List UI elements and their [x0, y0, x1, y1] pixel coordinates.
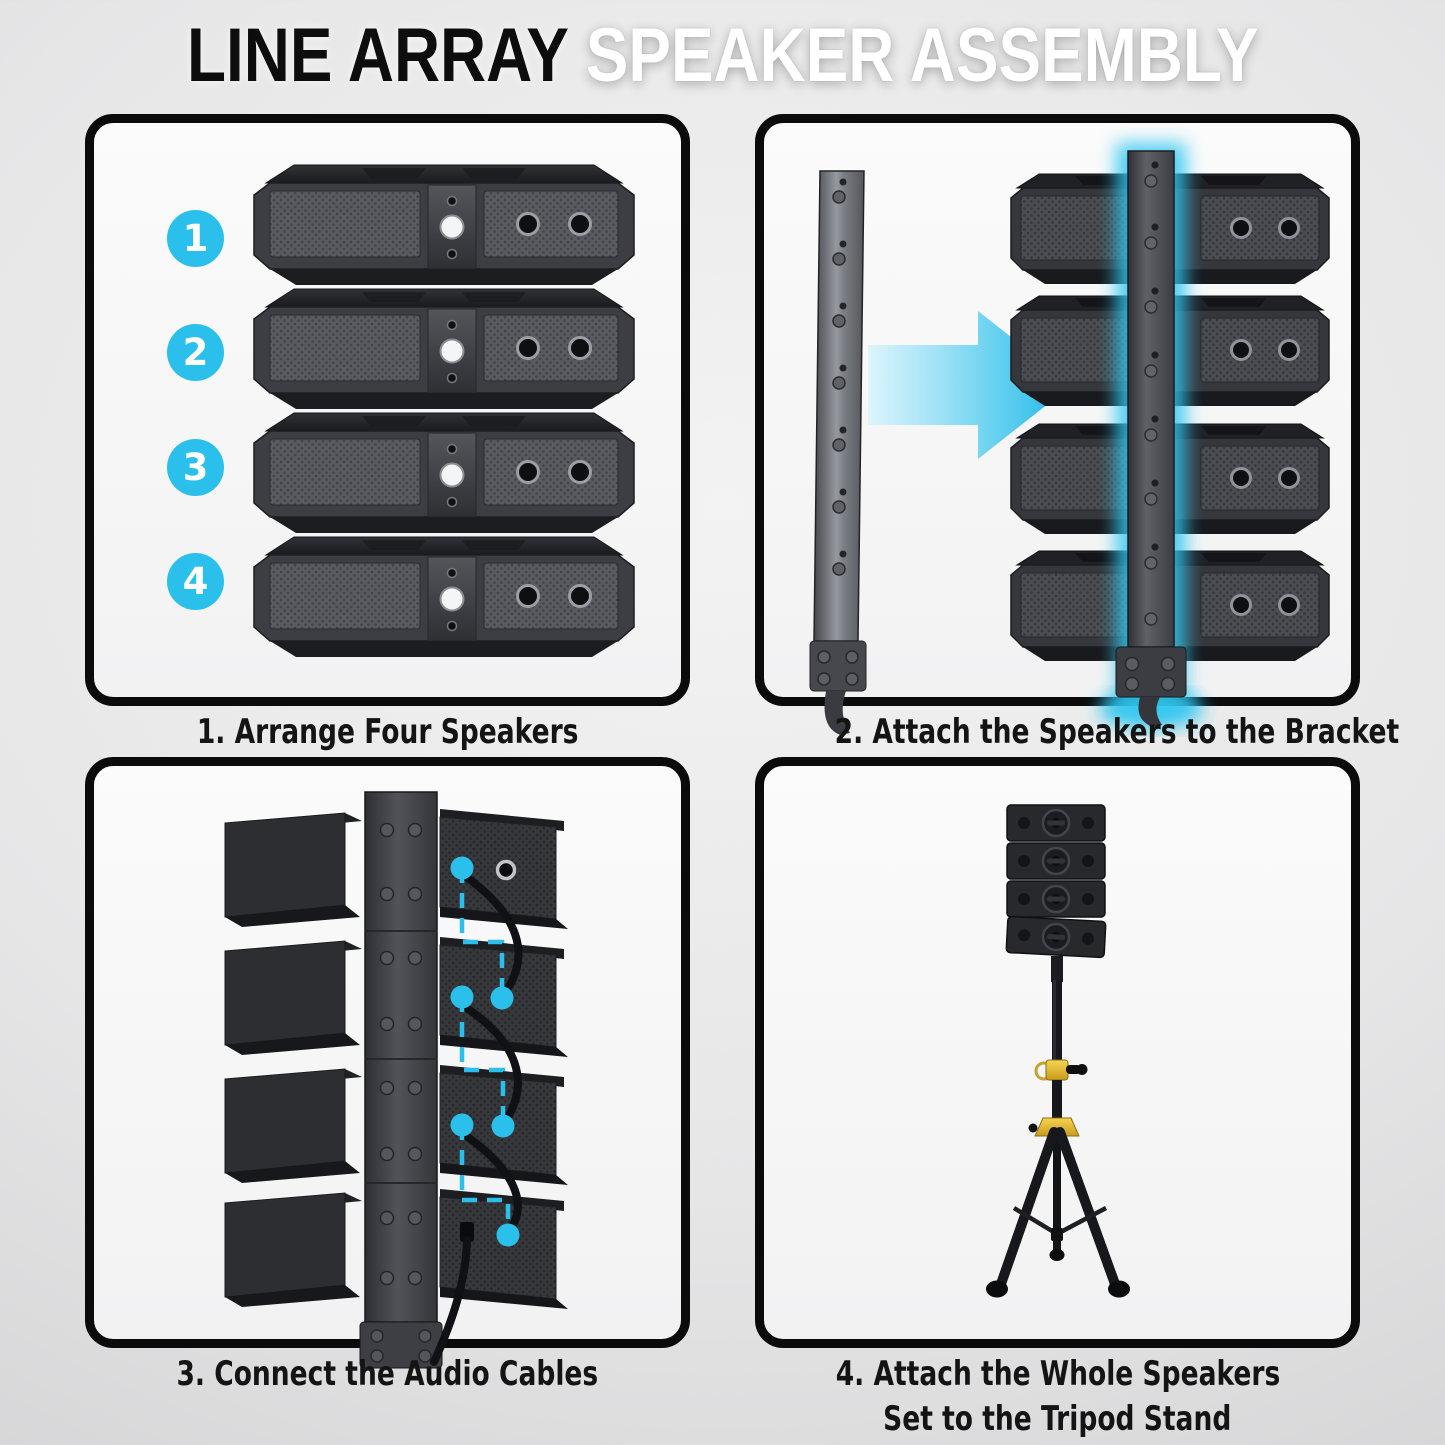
step-1-caption: 1. Arrange Four Speakers	[196, 712, 579, 752]
step-badge-3: 3	[167, 439, 224, 496]
tripod-stand	[986, 956, 1130, 1298]
tripod-foot	[986, 1280, 1008, 1298]
tripod-foot	[1108, 1280, 1130, 1298]
title-secondary: SPEAKER ASSEMBLY	[585, 13, 1259, 98]
plugged-connector	[460, 1222, 474, 1242]
step-3-caption: 3. Connect the Audio Cables	[176, 1354, 599, 1394]
input-jack	[495, 859, 517, 881]
rear-bracket	[359, 791, 443, 1369]
mounted-speaker-stack	[1004, 803, 1108, 959]
step-4-caption: 4. Attach the Whole Speakers Set to the …	[835, 1354, 1280, 1439]
step-badge-4: 4	[167, 553, 224, 610]
height-clamp	[1045, 1059, 1069, 1081]
step-badge-2: 2	[167, 324, 224, 381]
connection-dots	[450, 856, 520, 1247]
connection-path	[459, 868, 511, 1235]
speaker-2	[252, 287, 636, 411]
step-2-panel	[755, 114, 1360, 735]
speaker-1	[252, 163, 636, 287]
step-badge-1: 1	[167, 210, 224, 267]
bracket-attachment-illustration	[809, 143, 1331, 735]
tripod-collar	[1034, 1117, 1080, 1137]
audio-cables	[430, 870, 523, 1366]
step-2-caption: 2. Attach the Speakers to the Bracket	[834, 712, 1400, 752]
rear-cabling-illustration	[224, 791, 569, 1369]
speaker-4	[252, 535, 636, 659]
title-primary: LINE ARRAY	[186, 13, 569, 98]
step-4-panel	[755, 757, 1360, 1348]
tripod-stand-illustration	[986, 803, 1130, 1298]
speaker-stack-illustration	[252, 163, 636, 659]
step-1-panel: 1 2 3 4	[85, 114, 690, 706]
speaker-3	[252, 411, 636, 535]
mounting-bracket-illustration	[809, 170, 867, 735]
step-3-panel	[85, 757, 690, 1369]
bracketed-speakers-illustration	[1009, 143, 1331, 729]
attached-bracket	[1115, 150, 1187, 727]
